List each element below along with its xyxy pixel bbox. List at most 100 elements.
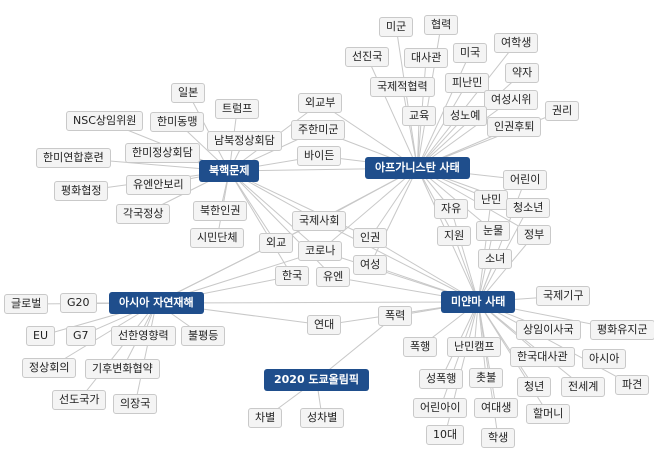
term-node: 권리 xyxy=(545,101,580,121)
term-node: 의장국 xyxy=(113,394,158,414)
term-node: 청년 xyxy=(517,377,552,397)
hub-asia-disaster: 아시아 자연재해 xyxy=(109,292,204,314)
term-node: 여성 xyxy=(353,255,388,275)
edge-line xyxy=(417,42,517,169)
term-node: 피난민 xyxy=(445,73,490,93)
hub-north-korea: 북핵문제 xyxy=(199,160,260,182)
edge-line xyxy=(228,170,321,252)
term-node: 한국 xyxy=(275,266,310,286)
term-node: 글로벌 xyxy=(4,294,49,314)
term-node: 시민단체 xyxy=(190,228,245,248)
edge-line xyxy=(417,99,512,169)
term-node: 바이든 xyxy=(297,146,342,166)
term-node: 성차별 xyxy=(300,408,345,428)
term-node: 불평등 xyxy=(181,326,226,346)
term-node: 학생 xyxy=(481,428,516,448)
term-node: 교육 xyxy=(402,106,437,126)
term-node: 외교 xyxy=(259,233,294,253)
term-node: 소녀 xyxy=(478,249,513,269)
term-node: 평화유지군 xyxy=(590,320,654,340)
edge-line xyxy=(319,167,418,252)
term-node: 정부 xyxy=(517,225,552,245)
term-node: 평화협정 xyxy=(54,181,109,201)
term-node: 남북정상회담 xyxy=(207,131,282,151)
term-node: 10대 xyxy=(426,425,465,445)
term-node: 한국대사관 xyxy=(510,347,575,367)
term-node: 어린아이 xyxy=(413,398,468,418)
term-node: 지원 xyxy=(437,226,472,246)
term-node: 성노예 xyxy=(443,106,488,126)
edge-line xyxy=(401,86,418,169)
term-node: 청소년 xyxy=(506,198,551,218)
term-node: 유엔안보리 xyxy=(126,175,191,195)
edge-line xyxy=(134,302,157,405)
term-node: 북한인권 xyxy=(193,201,248,221)
term-node: 난민캠프 xyxy=(447,337,502,357)
term-node: 트럼프 xyxy=(215,99,260,119)
term-node: 코로나 xyxy=(298,241,343,261)
term-node: 미군 xyxy=(379,17,414,37)
term-node: 각국정상 xyxy=(116,204,171,224)
edge-line xyxy=(319,220,479,303)
term-node: 어린이 xyxy=(503,170,548,190)
edge-line xyxy=(450,208,479,303)
edge-line xyxy=(228,170,293,277)
term-node: G20 xyxy=(60,293,97,313)
hub-tokyo-olympics: 2020 도쿄올림픽 xyxy=(264,369,370,391)
term-node: 선도국가 xyxy=(52,390,107,410)
term-node: 국제기구 xyxy=(536,286,591,306)
term-node: 인권후퇴 xyxy=(487,117,542,137)
hub-afghanistan: 아프가니스탄 사태 xyxy=(365,157,470,179)
term-node: 전세계 xyxy=(561,377,606,397)
term-node: 국제사회 xyxy=(292,211,347,231)
edge-line xyxy=(366,56,418,169)
edge-line xyxy=(229,170,371,239)
term-node: 정상회의 xyxy=(22,358,77,378)
term-node: 유엔 xyxy=(316,267,351,287)
term-node: 대사관 xyxy=(404,48,449,68)
term-node: 아시아 xyxy=(582,349,627,369)
edge-line xyxy=(477,301,633,386)
term-node: NSC상임위원 xyxy=(66,111,144,131)
term-node: G7 xyxy=(66,326,96,346)
edge-line xyxy=(369,167,418,266)
term-node: 미국 xyxy=(453,43,488,63)
term-node: 약자 xyxy=(505,63,540,83)
edge-line xyxy=(156,301,479,304)
term-node: 여대생 xyxy=(474,398,519,418)
term-node: 주한미군 xyxy=(291,120,346,140)
term-node: 상임이사국 xyxy=(516,320,581,340)
term-node: 여성시위 xyxy=(484,90,539,110)
edge-line xyxy=(477,301,584,388)
term-node: EU xyxy=(26,326,56,346)
term-node: 협력 xyxy=(424,15,459,35)
term-node: 인권 xyxy=(353,228,388,248)
term-node: 폭력 xyxy=(378,306,413,326)
term-node: 파견 xyxy=(615,375,650,395)
term-node: 한미동맹 xyxy=(150,112,205,132)
edge-line xyxy=(416,82,468,169)
term-node: 난민 xyxy=(474,190,509,210)
edge-line xyxy=(228,170,277,244)
edge-line xyxy=(78,302,157,401)
term-node: 연대 xyxy=(307,315,342,335)
term-node: 외교부 xyxy=(298,93,343,113)
term-node: 한미정상회담 xyxy=(125,143,200,163)
term-node: 한미연합훈련 xyxy=(36,148,111,168)
edge-line xyxy=(369,167,418,239)
term-node: 일본 xyxy=(171,83,206,103)
term-node: 눈물 xyxy=(476,221,511,241)
term-node: 차별 xyxy=(248,408,283,428)
term-node: 자유 xyxy=(434,199,469,219)
term-node: 국제적협력 xyxy=(370,77,435,97)
term-node: 여학생 xyxy=(494,33,539,53)
term-node: 선한영향력 xyxy=(111,326,176,346)
term-node: 선진국 xyxy=(345,47,390,67)
hub-myanmar: 미얀마 사태 xyxy=(441,291,516,313)
term-node: 기후변화협약 xyxy=(85,359,160,379)
edge-line xyxy=(395,26,418,169)
term-node: 폭행 xyxy=(403,337,438,357)
term-node: 성폭행 xyxy=(419,369,464,389)
term-node: 촛불 xyxy=(469,368,504,388)
